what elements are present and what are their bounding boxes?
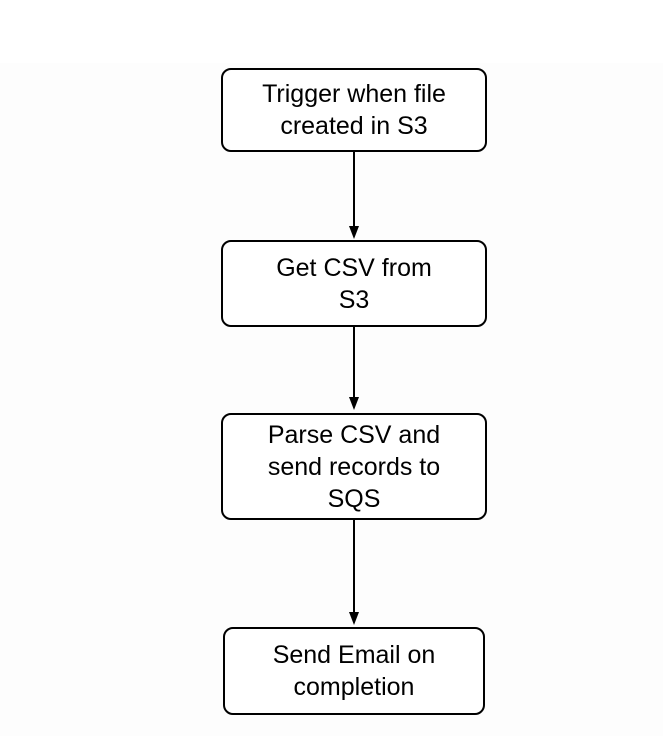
flow-node-parse-csv-send-records-to-sqs: Parse CSV and send records to SQS xyxy=(221,413,487,520)
node-label: Trigger when file created in S3 xyxy=(262,80,446,140)
node-label: Send Email on completion xyxy=(272,641,436,701)
arrow-head-down-icon xyxy=(349,397,359,410)
arrow-head-down-icon xyxy=(349,226,359,239)
arrow-head-down-icon xyxy=(349,612,359,625)
node-label: Get CSV from S3 xyxy=(276,253,432,314)
arrow-line xyxy=(353,520,355,612)
flow-node-get-csv-from-s3: Get CSV from S3 xyxy=(221,240,487,327)
flow-arrow-get-csv-to-parse-csv xyxy=(349,327,359,410)
flow-arrow-trigger-to-get-csv xyxy=(349,152,359,239)
flow-node-send-email-on-completion: Send Email on completion xyxy=(223,627,485,715)
flow-arrow-parse-csv-to-send-email xyxy=(349,520,359,625)
flow-node-trigger-when-file-created-in-s3: Trigger when file created in S3 xyxy=(221,68,487,152)
arrow-line xyxy=(353,152,355,226)
drawing-canvas-background xyxy=(0,63,663,736)
node-label: Parse CSV and send records to SQS xyxy=(267,420,441,513)
arrow-line xyxy=(353,327,355,397)
